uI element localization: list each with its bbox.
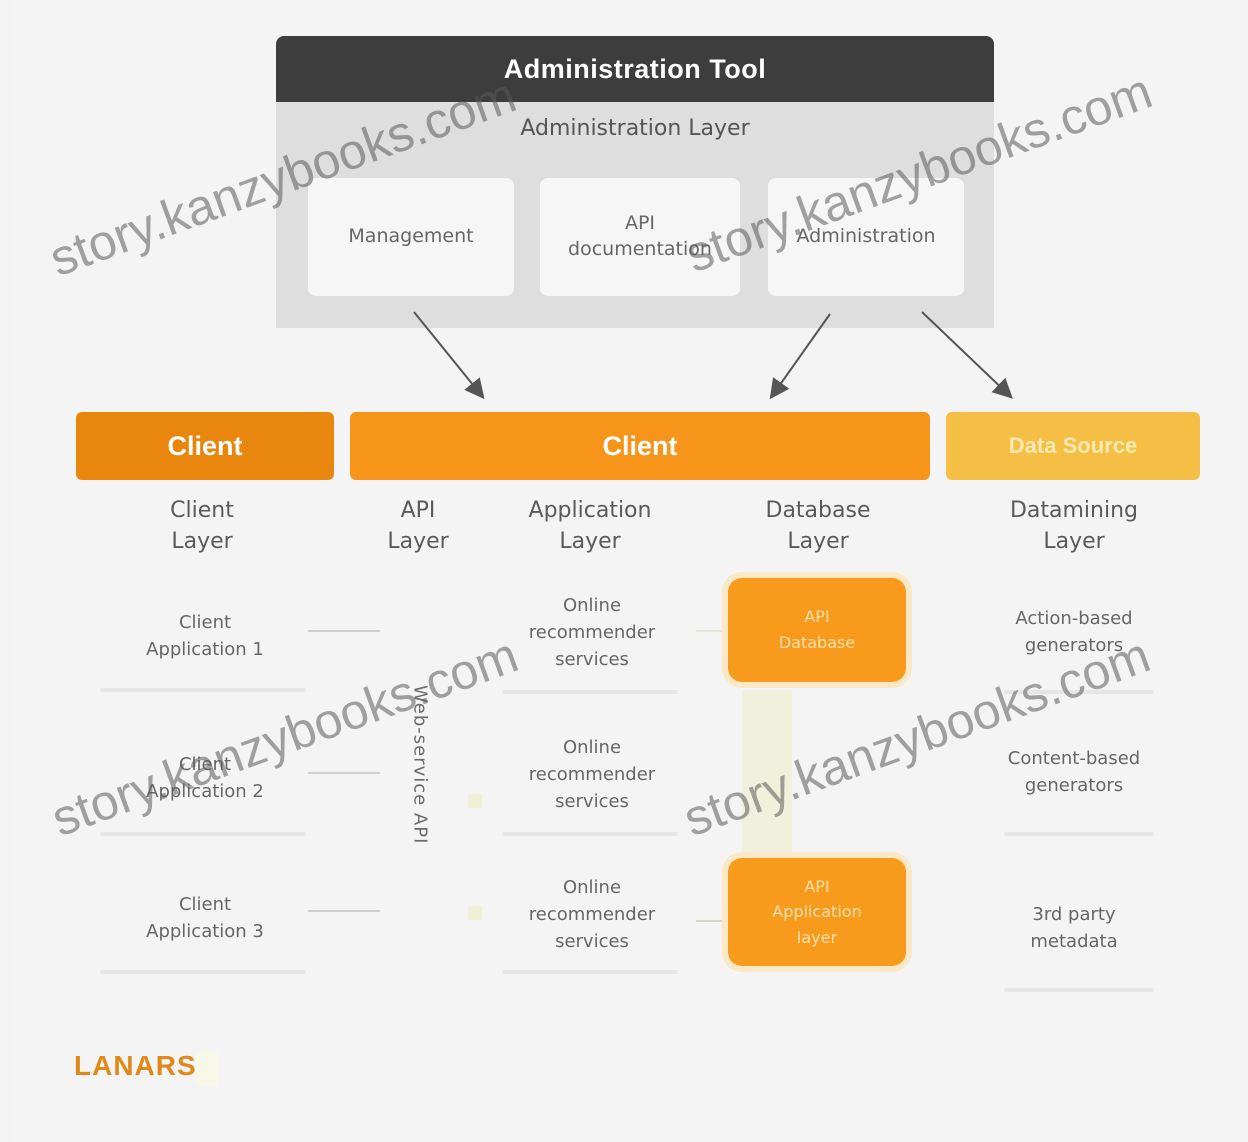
arrow-administration-to-database (769, 313, 831, 400)
row-divider (100, 832, 306, 836)
datamining-layer-label: Datamining Layer (1009, 498, 1139, 554)
client-bar-main: Client (350, 412, 930, 480)
client-application-2: Client Application 2 (146, 754, 264, 802)
client-to-api-link (308, 910, 380, 912)
client-to-api-link (308, 630, 380, 632)
management-box: Management (308, 178, 514, 296)
lanars-logo: LANARS (74, 1050, 197, 1081)
web-service-api-label: Web-service API (409, 685, 431, 845)
online-recommender-services-3: Online recommender services (528, 876, 656, 952)
row-divider (1004, 832, 1154, 836)
logo-highlight (196, 1052, 218, 1086)
row-divider (100, 970, 306, 974)
administration-box: Administration (768, 178, 964, 296)
client-application-3: Client Application 3 (146, 894, 264, 942)
third-party-metadata: 3rd party metadata (1030, 904, 1118, 952)
online-recommender-services-2: Online recommender services (528, 736, 656, 812)
row-divider (1004, 988, 1154, 992)
service-to-db-link (696, 630, 726, 632)
database-vertical-link (742, 690, 792, 860)
row-divider (100, 688, 306, 692)
arrow-management-to-api (413, 311, 485, 400)
content-based-generators: Content-based generators (1007, 748, 1141, 796)
row-divider (502, 690, 678, 694)
online-recommender-services-1: Online recommender services (528, 594, 656, 670)
api-application-layer-box: API Application layer (728, 858, 906, 966)
arrow-administration-to-datamining (921, 311, 1013, 399)
database-layer-label: Database Layer (765, 498, 871, 554)
data-source-bar: Data Source (946, 412, 1200, 480)
api-documentation-box: API documentation (540, 178, 740, 296)
api-database-box: API Database (728, 578, 906, 682)
service-to-db-link (696, 920, 726, 922)
administration-tool-header: Administration Tool (276, 36, 994, 102)
api-layer-label: API Layer (387, 498, 449, 554)
application-layer-label: Application Layer (528, 498, 652, 554)
client-layer-label: Client Layer (170, 498, 234, 554)
api-connector (468, 906, 482, 920)
client-bar-left: Client (76, 412, 334, 480)
api-connector (468, 794, 482, 808)
row-divider (1004, 690, 1154, 694)
client-application-1: Client Application 1 (146, 612, 264, 660)
administration-layer-label: Administration Layer (520, 116, 750, 141)
action-based-generators: Action-based generators (1015, 608, 1133, 656)
row-divider (502, 832, 678, 836)
row-divider (502, 970, 678, 974)
client-to-api-link (308, 772, 380, 774)
